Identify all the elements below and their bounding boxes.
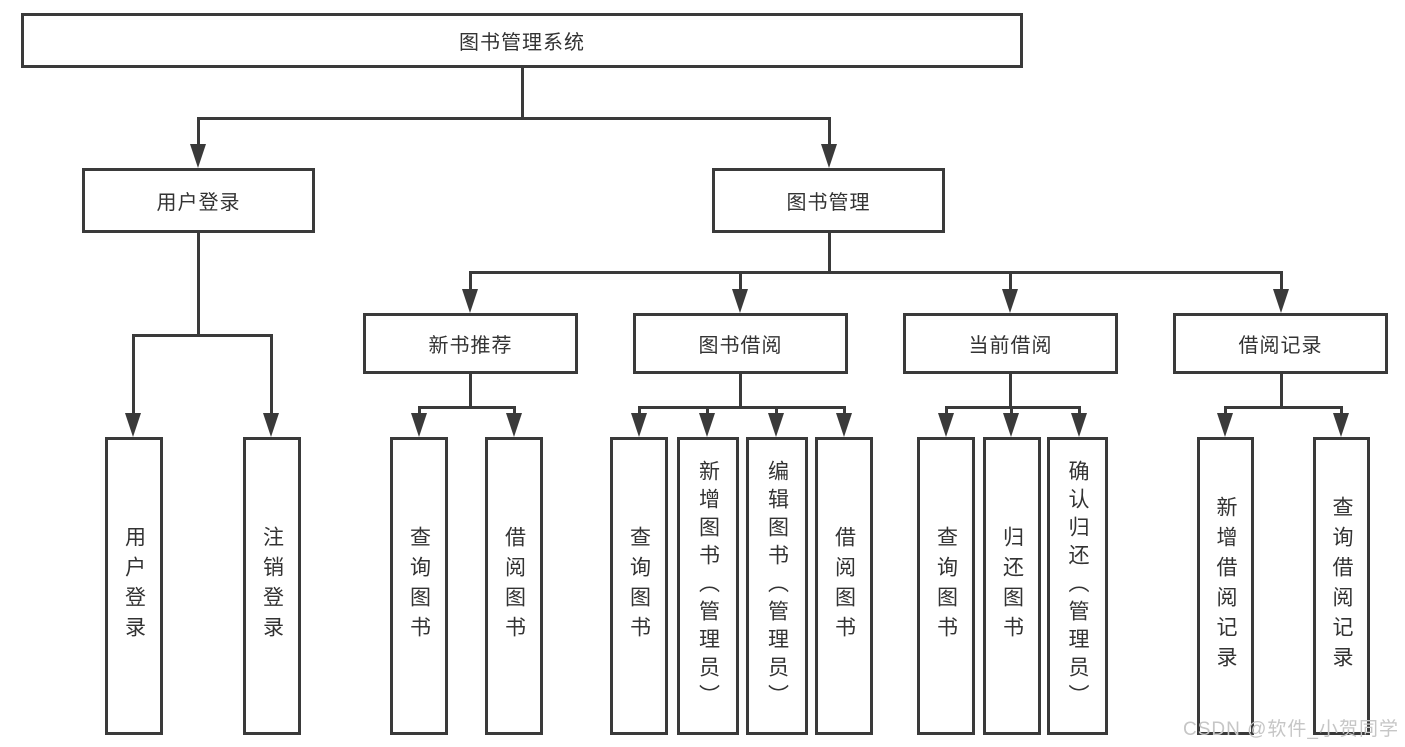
leaf-edit-books-admin: 编辑图书（管理员） [746, 437, 808, 735]
leaf-label: 新增图书（管理员） [696, 460, 720, 712]
arrow-down-icon [836, 413, 852, 437]
arrow-down-icon [631, 413, 647, 437]
leaf-label: 归还图书 [1000, 526, 1024, 646]
node-borrow-records: 借阅记录 [1173, 313, 1388, 374]
node-user-login-label: 用户登录 [156, 192, 241, 214]
arrow-down-icon [1273, 289, 1289, 313]
arrow-down-icon [699, 413, 715, 437]
connector-drop [1223, 407, 1227, 415]
node-book-management: 图书管理 [712, 168, 945, 233]
leaf-label: 借阅图书 [502, 526, 526, 646]
connector-drop [131, 335, 135, 415]
arrow-down-icon [411, 413, 427, 437]
node-current-borrow-label: 当前借阅 [968, 335, 1053, 357]
leaf-add-borrow-record: 新增借阅记录 [1197, 437, 1254, 735]
leaf-label: 查询借阅记录 [1330, 496, 1353, 676]
leaf-label: 确认归还（管理员） [1066, 460, 1089, 712]
connector-drop [827, 118, 831, 146]
leaf-confirm-return-admin: 确认归还（管理员） [1047, 437, 1108, 735]
connector-stem [196, 233, 200, 337]
connector-drop [842, 407, 846, 415]
arrow-down-icon [263, 413, 279, 437]
leaf-query-borrow-record: 查询借阅记录 [1313, 437, 1370, 735]
leaf-label: 注销登录 [260, 526, 284, 646]
node-book-management-label: 图书管理 [786, 192, 871, 214]
node-borrow-records-label: 借阅记录 [1238, 335, 1323, 357]
arrow-down-icon [1333, 413, 1349, 437]
connector-drop [1009, 407, 1013, 415]
connector-drop [269, 335, 273, 415]
leaf-logout: 注销登录 [243, 437, 301, 735]
leaf-query-books-borrow: 查询图书 [610, 437, 668, 735]
leaf-label: 新增借阅记录 [1214, 496, 1237, 676]
connector-drop [1339, 407, 1343, 415]
node-new-book-recommend: 新书推荐 [363, 313, 578, 374]
connector-drop [196, 118, 200, 146]
arrow-down-icon [1217, 413, 1233, 437]
leaf-label: 借阅图书 [832, 526, 856, 646]
arrow-down-icon [506, 413, 522, 437]
connector-drop [774, 407, 778, 415]
connector-bar [944, 405, 1081, 409]
connector-drop [468, 272, 472, 291]
leaf-borrow-books-recommend: 借阅图书 [485, 437, 543, 735]
arrow-down-icon [125, 413, 141, 437]
connector-bar [1223, 405, 1343, 409]
leaf-query-books-current: 查询图书 [917, 437, 975, 735]
connector-drop [944, 407, 948, 415]
connector-drop [1279, 272, 1283, 291]
leaf-label: 查询图书 [934, 526, 958, 646]
connector-stem [827, 233, 831, 274]
arrow-down-icon [732, 289, 748, 313]
connector-stem [520, 68, 524, 120]
node-current-borrow: 当前借阅 [903, 313, 1118, 374]
connector-bar [637, 405, 846, 409]
node-book-borrow-label: 图书借阅 [698, 335, 783, 357]
leaf-borrow-books: 借阅图书 [815, 437, 873, 735]
arrow-down-icon [462, 289, 478, 313]
node-user-login: 用户登录 [82, 168, 315, 233]
leaf-label: 查询图书 [627, 526, 651, 646]
arrow-down-icon [938, 413, 954, 437]
connector-drop [417, 407, 421, 415]
leaf-label: 用户登录 [122, 526, 146, 646]
leaf-label: 编辑图书（管理员） [765, 460, 789, 712]
connector-bar [468, 270, 1283, 274]
connector-bar [131, 333, 273, 337]
connector-drop [1008, 272, 1012, 291]
connector-drop [512, 407, 516, 415]
connector-stem [1279, 374, 1283, 409]
arrow-down-icon [1071, 413, 1087, 437]
leaf-add-books-admin: 新增图书（管理员） [677, 437, 739, 735]
connector-stem [468, 374, 472, 409]
connector-drop [1077, 407, 1081, 415]
leaf-return-books: 归还图书 [983, 437, 1041, 735]
connector-drop [705, 407, 709, 415]
connector-stem [1008, 374, 1012, 409]
connector-bar [196, 116, 831, 120]
arrow-down-icon [1003, 413, 1019, 437]
node-library-system: 图书管理系统 [21, 13, 1023, 68]
connector-bar [417, 405, 516, 409]
leaf-query-books-recommend: 查询图书 [390, 437, 448, 735]
node-new-book-recommend-label: 新书推荐 [428, 335, 513, 357]
leaf-user-login: 用户登录 [105, 437, 163, 735]
connector-stem [738, 374, 742, 409]
leaf-label: 查询图书 [407, 526, 431, 646]
connector-drop [637, 407, 641, 415]
arrow-down-icon [768, 413, 784, 437]
node-book-borrow: 图书借阅 [633, 313, 848, 374]
arrow-down-icon [821, 144, 837, 168]
connector-drop [738, 272, 742, 291]
arrow-down-icon [1002, 289, 1018, 313]
csdn-watermark: CSDN @软件_小贺同学 [1183, 719, 1399, 740]
node-library-system-label: 图书管理系统 [459, 32, 585, 54]
arrow-down-icon [190, 144, 206, 168]
